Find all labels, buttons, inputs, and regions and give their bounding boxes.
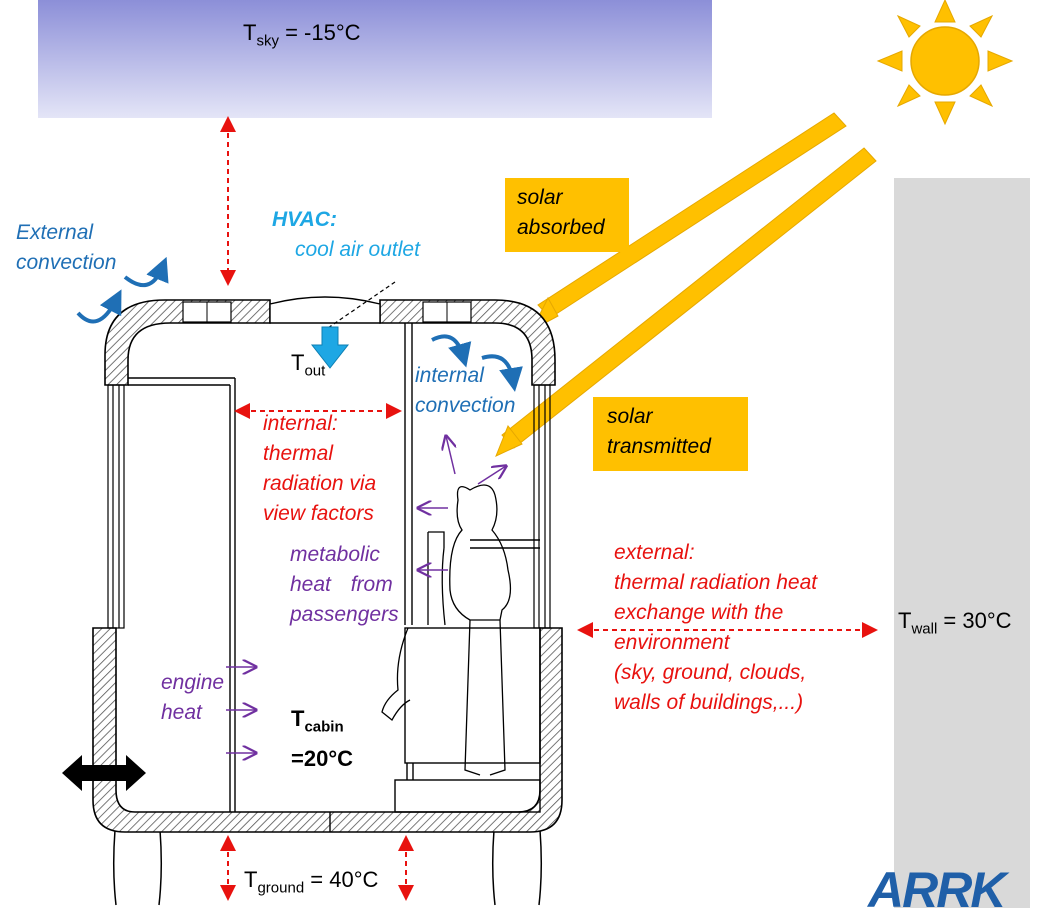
- hvac-subtitle: cool air outlet: [295, 238, 420, 261]
- sun-icon: [876, 0, 1014, 126]
- hvac-leader-line: [324, 281, 396, 331]
- double-arrow-icon: [62, 755, 146, 791]
- outlet-temperature: Tout: [291, 350, 326, 380]
- metabolic-heat-label: metabolic heat from passengers: [290, 543, 399, 626]
- convection-arrow-icon: [76, 289, 122, 324]
- metabolic-heat-arrow: [477, 466, 506, 485]
- air-outlet-arrow-icon: [310, 326, 350, 369]
- engine-heat-label: engine heat: [161, 671, 225, 724]
- sky-band: [38, 0, 712, 118]
- cabin-shell: [92, 296, 563, 833]
- sky-temperature: Tsky = -15°C: [243, 20, 361, 50]
- hvac-title: HVAC:: [272, 208, 337, 231]
- svg-text:ARRK: ARRK: [866, 862, 1010, 917]
- passenger-silhouette-icon: [381, 484, 512, 776]
- solar-absorbed-box: solar absorbed: [505, 178, 629, 252]
- solar-transmitted-box: solar transmitted: [593, 397, 748, 471]
- convection-arrow-icon: [123, 256, 169, 288]
- cabin-temperature: Tcabin =20°C: [291, 706, 354, 772]
- cabin-supports: [112, 829, 543, 906]
- arrk-logo: ARRK: [866, 862, 1012, 917]
- ground-temperature: Tground = 40°C: [244, 867, 379, 897]
- building-wall-band: [894, 178, 1030, 908]
- internal-convection-label: internal convection: [415, 364, 516, 417]
- convection-arrow-icon: [431, 334, 472, 368]
- wall-temperature: Twall = 30°C: [898, 608, 1012, 638]
- external-radiation-label: external: thermal radiation heat exchang…: [614, 541, 818, 714]
- internal-radiation-label: internal: thermal radiation via view fac…: [263, 412, 377, 525]
- solar-ray-transmitted: [495, 147, 877, 457]
- metabolic-heat-arrow: [446, 436, 455, 475]
- convection-arrow-icon: [481, 354, 523, 392]
- external-convection-label: External convection: [16, 221, 117, 274]
